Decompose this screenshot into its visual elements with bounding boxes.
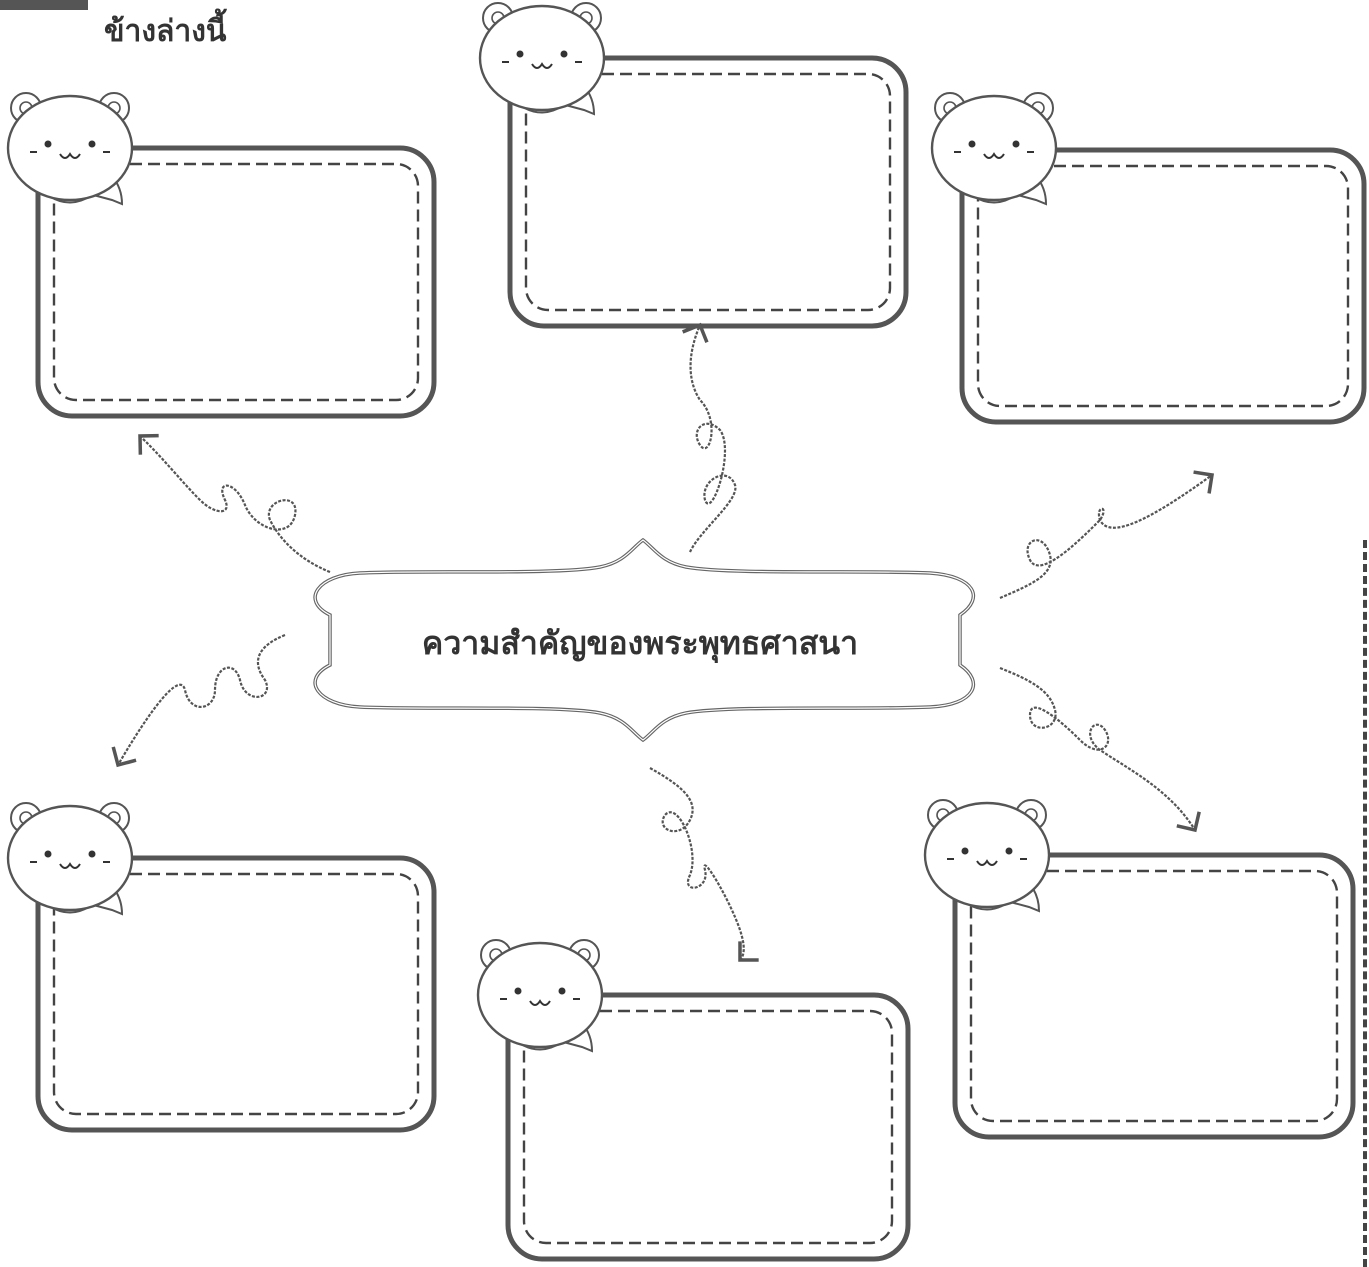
arrow-to-bottom-center [649, 767, 759, 962]
bear-head-icon [923, 799, 1051, 913]
page-edge-dashed-line [1363, 540, 1367, 1267]
arrow-to-top-center [682, 322, 737, 553]
arrow-to-top-left [138, 433, 331, 574]
central-cloud [313, 537, 976, 743]
bear-head-icon [6, 802, 134, 916]
bear-head-icon [6, 92, 134, 206]
central-topic-label: ความสำคัญของพระพุทธศาสนา [421, 624, 859, 662]
arrow-to-bottom-right [999, 666, 1201, 833]
answer-box-top-right[interactable] [930, 92, 1367, 425]
answer-box-bottom-center[interactable] [476, 939, 911, 1262]
bear-head-icon [478, 2, 606, 116]
answer-box-bottom-right[interactable] [923, 799, 1356, 1140]
instruction-text: ข้างล่างนี้ [104, 14, 227, 49]
bear-head-icon [476, 939, 604, 1053]
answer-box-bottom-left[interactable] [6, 802, 437, 1133]
arrow-to-bottom-left [111, 633, 286, 768]
header-corner-tab [0, 0, 88, 10]
arrow-to-top-right [999, 470, 1215, 600]
bear-head-icon [930, 92, 1058, 206]
answer-box-top-left[interactable] [6, 92, 437, 419]
answer-box-top-center[interactable] [478, 2, 909, 329]
